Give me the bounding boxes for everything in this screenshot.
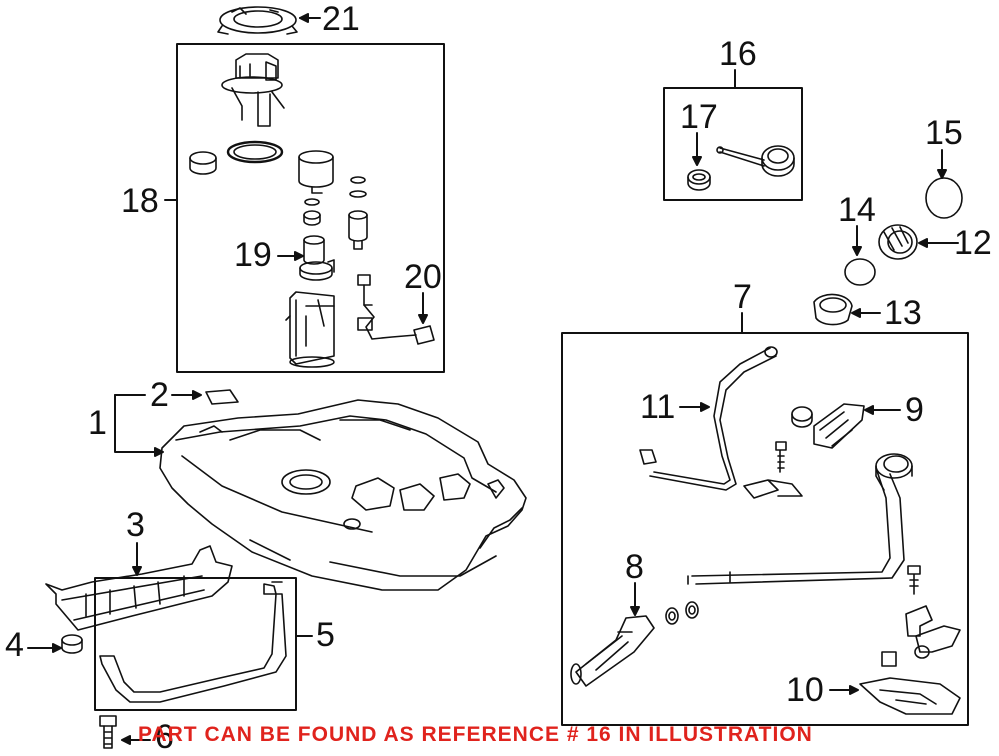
callout-13: 13	[884, 294, 922, 332]
callout-15: 15	[925, 114, 963, 152]
group-box-5	[94, 577, 297, 711]
callout-11: 11	[640, 388, 676, 426]
callout-5: 5	[316, 616, 335, 654]
label-plate-2	[205, 389, 239, 405]
callout-14: 14	[838, 191, 876, 229]
fuel-cap-16	[687, 145, 795, 191]
heat-shield-3	[45, 545, 233, 631]
bolt-6	[99, 715, 117, 749]
callout-1: 1	[88, 404, 107, 442]
callout-3: 3	[126, 506, 145, 544]
filler-neck-12	[878, 224, 918, 260]
group-box-7	[561, 332, 969, 726]
group-box-18	[176, 43, 445, 373]
leader-lines	[27, 13, 959, 745]
clip-4	[61, 634, 83, 654]
fuel-tank-1	[159, 399, 527, 591]
callout-7: 7	[733, 278, 752, 316]
o-ring-14	[844, 258, 876, 286]
lock-ring-21	[217, 6, 298, 35]
o-ring-15	[925, 177, 963, 219]
fuel-pump-assembly	[189, 53, 435, 368]
callout-9: 9	[905, 391, 924, 429]
callout-6: 6	[155, 718, 174, 756]
callout-17: 17	[680, 98, 718, 136]
tank-band-5	[99, 581, 287, 703]
callout-10: 10	[786, 671, 824, 709]
reference-note: PART CAN BE FOUND AS REFERENCE # 16 IN I…	[138, 723, 813, 746]
callout-16: 16	[719, 35, 757, 73]
callout-8: 8	[625, 548, 644, 586]
group-box-16	[663, 87, 803, 201]
filler-pipe-assembly	[570, 346, 961, 715]
callout-20: 20	[404, 258, 442, 296]
callout-21: 21	[322, 0, 360, 38]
callout-12: 12	[954, 224, 992, 262]
callout-4: 4	[5, 626, 24, 664]
callout-19: 19	[234, 236, 272, 274]
callout-2: 2	[150, 376, 169, 414]
housing-13	[813, 293, 853, 326]
callout-18: 18	[121, 182, 159, 220]
